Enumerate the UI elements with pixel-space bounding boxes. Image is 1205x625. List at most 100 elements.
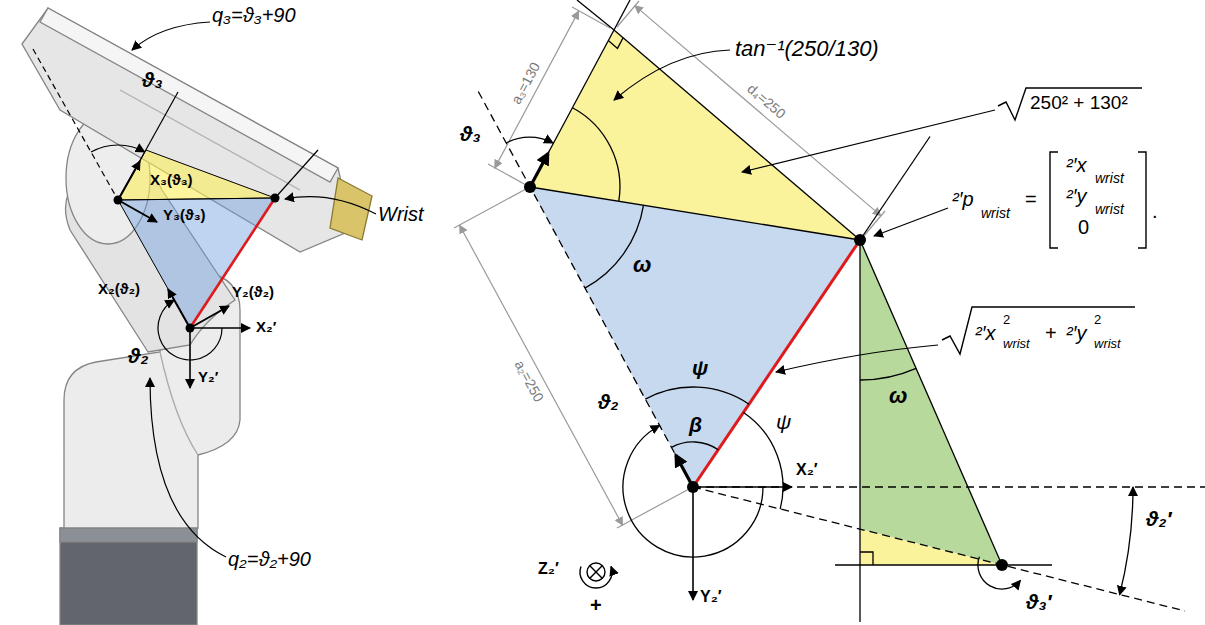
z-axis-symbol-part (580, 567, 612, 589)
angle-label: ψ (776, 410, 791, 434)
angle-label: ϑ₃′ (1026, 590, 1052, 614)
left-lines-part (275, 150, 318, 198)
axis-label: Y₂(ϑ₂) (232, 283, 274, 300)
formula-strokes-part (1050, 152, 1058, 248)
left-lines-part (118, 161, 140, 200)
leader-lines (614, 50, 995, 372)
geometry-lines-part (608, 38, 623, 49)
angle-label: ω (889, 383, 907, 408)
left-lines-part (33, 49, 118, 200)
leader-lines-part (614, 50, 730, 100)
geometry-lines-part (478, 91, 693, 487)
axis-arrows-part (693, 486, 792, 488)
geometry-lines-part (860, 552, 873, 565)
angle-arcs-part (978, 557, 1020, 589)
angle-label: ψ (692, 356, 708, 380)
left-lines-part (150, 378, 226, 557)
leader-lines-part (874, 208, 948, 236)
formula-text: = (1025, 188, 1037, 211)
formula-strokes (942, 88, 1146, 354)
z-axis-symbol-part (587, 563, 605, 581)
axis-arrows (530, 154, 792, 601)
left-lines-part (285, 197, 376, 214)
formula-subscript: wrist (1095, 201, 1124, 217)
right-triangles-part (530, 30, 860, 240)
matrix-entry: ²′x (1066, 154, 1086, 177)
formula-text: ²′x (975, 322, 995, 345)
joint-formula: q₃=ϑ₃+90 (212, 4, 296, 27)
geometry-lines-part (530, 30, 614, 187)
joint-dots-part (524, 181, 536, 193)
matrix-entry: ²′y (1066, 185, 1086, 208)
formula-subscript: wrist (1094, 337, 1121, 352)
leader-lines-part (776, 345, 938, 372)
axis-arrows-part (692, 487, 694, 600)
formula-strokes-part (942, 307, 1135, 354)
angle-arcs-part (860, 368, 916, 380)
angle-arcs-part (623, 426, 763, 558)
geometry-lines-part (693, 487, 1185, 611)
robot-body (22, 8, 372, 625)
formula-subscript: wrist (1095, 170, 1124, 186)
formula-superscript: 2 (1094, 313, 1101, 328)
geometry-lines-part (614, 30, 860, 240)
joint-dots-part (687, 481, 699, 493)
dimension-lines-part (495, 11, 579, 168)
left-lines-part (189, 328, 191, 388)
axis-label: Y₂′ (700, 588, 722, 606)
geometry-lines-part (835, 564, 1052, 565)
formula-text: ²′p (952, 188, 974, 211)
dimension-lines-part (460, 225, 623, 525)
left-triangles (118, 150, 275, 328)
left-lines-part (158, 300, 222, 360)
joint-formula: q₂=ϑ₂+90 (228, 548, 311, 571)
geometry-lines-part (860, 240, 1002, 565)
formula-superscript: 2 (1003, 313, 1010, 328)
dimension-lines-part (635, 6, 881, 216)
left-lines-part (118, 200, 157, 222)
angle-label: β (689, 413, 702, 437)
dimension-lines-part (488, 164, 526, 185)
axis-label: Y₃(ϑ₃) (163, 206, 206, 223)
left-lines (33, 22, 376, 557)
z-axis-symbol-part (590, 566, 603, 579)
angle-label: ϑ₂ (128, 344, 148, 368)
left-lines-part (190, 306, 229, 328)
axis-label: X₂′ (256, 318, 276, 335)
left-joint-dots-part (271, 194, 280, 203)
geometry-lines-part (614, 0, 630, 30)
angle-label: ω (633, 252, 651, 277)
joint-dots-part (996, 559, 1008, 571)
geometry-lines-part (693, 486, 1205, 487)
geometry-lines-part (860, 137, 930, 241)
callout-text: Wrist (378, 203, 424, 226)
geometry-lines-part (530, 187, 860, 240)
left-lines-part (168, 289, 190, 328)
left-triangles-part (118, 198, 275, 328)
angle-arcs-part (573, 108, 620, 202)
right-triangles-part (530, 187, 860, 487)
sign-label: + (590, 594, 602, 617)
dimension-lines-part (454, 189, 526, 228)
robot-body-part (60, 528, 197, 542)
left-lines-part (132, 22, 210, 50)
formula-strokes-part (1138, 152, 1146, 248)
formula-subscript: wrist (1003, 337, 1030, 352)
geometry-lines (478, 0, 1205, 622)
geometry-lines-part (693, 240, 860, 487)
robot-body-part (60, 528, 197, 625)
dimension-label: d₄=250 (744, 80, 789, 121)
angle-label: ϑ₃ (460, 122, 481, 146)
right-triangles-part (860, 529, 1002, 565)
formula-text: 250² + 130² (1030, 92, 1128, 114)
matrix-entry: 0 (1078, 216, 1089, 239)
z-axis-symbol-part (590, 566, 603, 579)
angle-arcs-part (1120, 487, 1133, 595)
left-joint-dots-part (186, 324, 195, 333)
robot-body-part (22, 8, 352, 252)
axis-label: X₃(ϑ₃) (150, 171, 193, 188)
formula-text: . (1152, 200, 1158, 223)
angle-label: ϑ₂′ (1146, 507, 1171, 531)
angle-label: ϑ₃ (142, 68, 163, 92)
